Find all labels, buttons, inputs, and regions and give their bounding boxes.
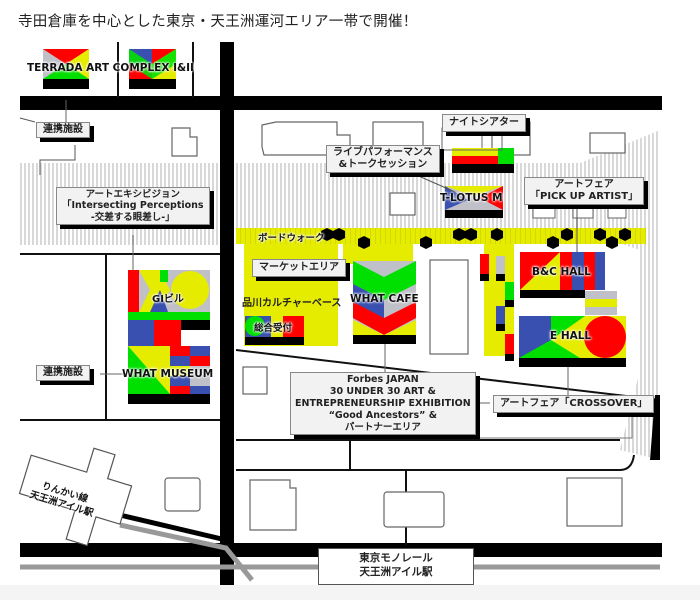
forbes-exhibition-label[interactable]: Forbes JAPAN 30 UNDER 30 ART & ENTREPREN… xyxy=(290,372,476,436)
reception-label[interactable]: 総合受付 xyxy=(254,323,293,334)
forbes-line4: “Good Ancestors” & xyxy=(328,409,437,421)
what-museum-building xyxy=(128,320,210,404)
art-exhibition-label[interactable]: アートエキシビジョン 「Intersecting Perceptions -交差… xyxy=(56,187,210,226)
bc-hall-label[interactable]: B&C HALL xyxy=(532,266,591,278)
night-theater-building xyxy=(452,148,514,173)
boardwalk-label[interactable]: ボードウォーク xyxy=(258,233,325,244)
art-exhibition-line3: -交差する眼差し-」 xyxy=(90,211,175,223)
art-exhibition-line1: アートエキシビジョン xyxy=(85,189,180,200)
headline: 寺田倉庫を中心とした東京・天王洲運河エリア一帯で開催！ xyxy=(18,14,418,30)
monorail-line2: 天王洲アイル駅 xyxy=(359,566,433,579)
pick-up-artist-label[interactable]: アートフェア 「PICK UP ARTIST」 xyxy=(524,177,645,205)
terrada-building-1 xyxy=(43,49,89,89)
terrada-building-2 xyxy=(129,49,176,89)
pick-up-artist-line2: 「PICK UP ARTIST」 xyxy=(530,191,639,202)
live-performance-line2: &トークセッション xyxy=(338,159,428,170)
live-performance-line1: ライブパフォーマンス xyxy=(333,147,433,158)
corridor-markers xyxy=(480,254,514,361)
pick-up-artist-line1: アートフェア xyxy=(554,179,614,190)
gi-building xyxy=(128,270,210,320)
rinkai-station-shape xyxy=(18,447,133,547)
shinagawa-culture-base-label[interactable]: 品川カルチャーベース xyxy=(242,298,342,309)
bottom-fade xyxy=(0,585,700,600)
forbes-line5: パートナーエリア xyxy=(344,421,421,433)
partner-facility-label-1[interactable]: 連携施設 xyxy=(36,122,90,138)
bc-hall-building xyxy=(520,252,617,315)
terrada-art-complex-label[interactable]: TERRADA ART COMPLEX I&II xyxy=(27,62,194,74)
live-performance-label[interactable]: ライブパフォーマンス &トークセッション xyxy=(326,145,440,173)
crossover-label[interactable]: アートフェア「CROSSOVER」 xyxy=(493,395,655,413)
what-museum-label[interactable]: WHAT MUSEUM xyxy=(122,368,214,380)
t-lotus-building xyxy=(445,186,503,218)
monorail-line1: 東京モノレール xyxy=(359,552,433,564)
forbes-line2: 30 UNDER 30 ART & xyxy=(329,385,436,397)
boardwalk-markers xyxy=(321,228,631,249)
partner-facility-label-2[interactable]: 連携施設 xyxy=(36,365,90,381)
reception-building xyxy=(245,316,304,345)
what-cafe-building xyxy=(353,261,416,344)
forbes-line3: ENTREPRENEURSHIP EXHIBITION xyxy=(295,397,471,409)
e-hall-label[interactable]: E HALL xyxy=(550,330,592,342)
market-area-label[interactable]: マーケットエリア xyxy=(252,259,346,277)
gi-building-label[interactable]: GIビル xyxy=(152,294,184,305)
night-theater-label[interactable]: ナイトシアター xyxy=(442,114,526,132)
art-exhibition-line2: 「Intersecting Perceptions xyxy=(62,200,204,212)
t-lotus-label[interactable]: T-LOTUS M xyxy=(440,192,503,204)
e-hall-building xyxy=(519,316,626,367)
what-cafe-label[interactable]: WHAT CAFE xyxy=(350,293,419,305)
forbes-line1: Forbes JAPAN xyxy=(346,374,419,385)
monorail-station-label[interactable]: 東京モノレール 天王洲アイル駅 xyxy=(318,548,474,585)
